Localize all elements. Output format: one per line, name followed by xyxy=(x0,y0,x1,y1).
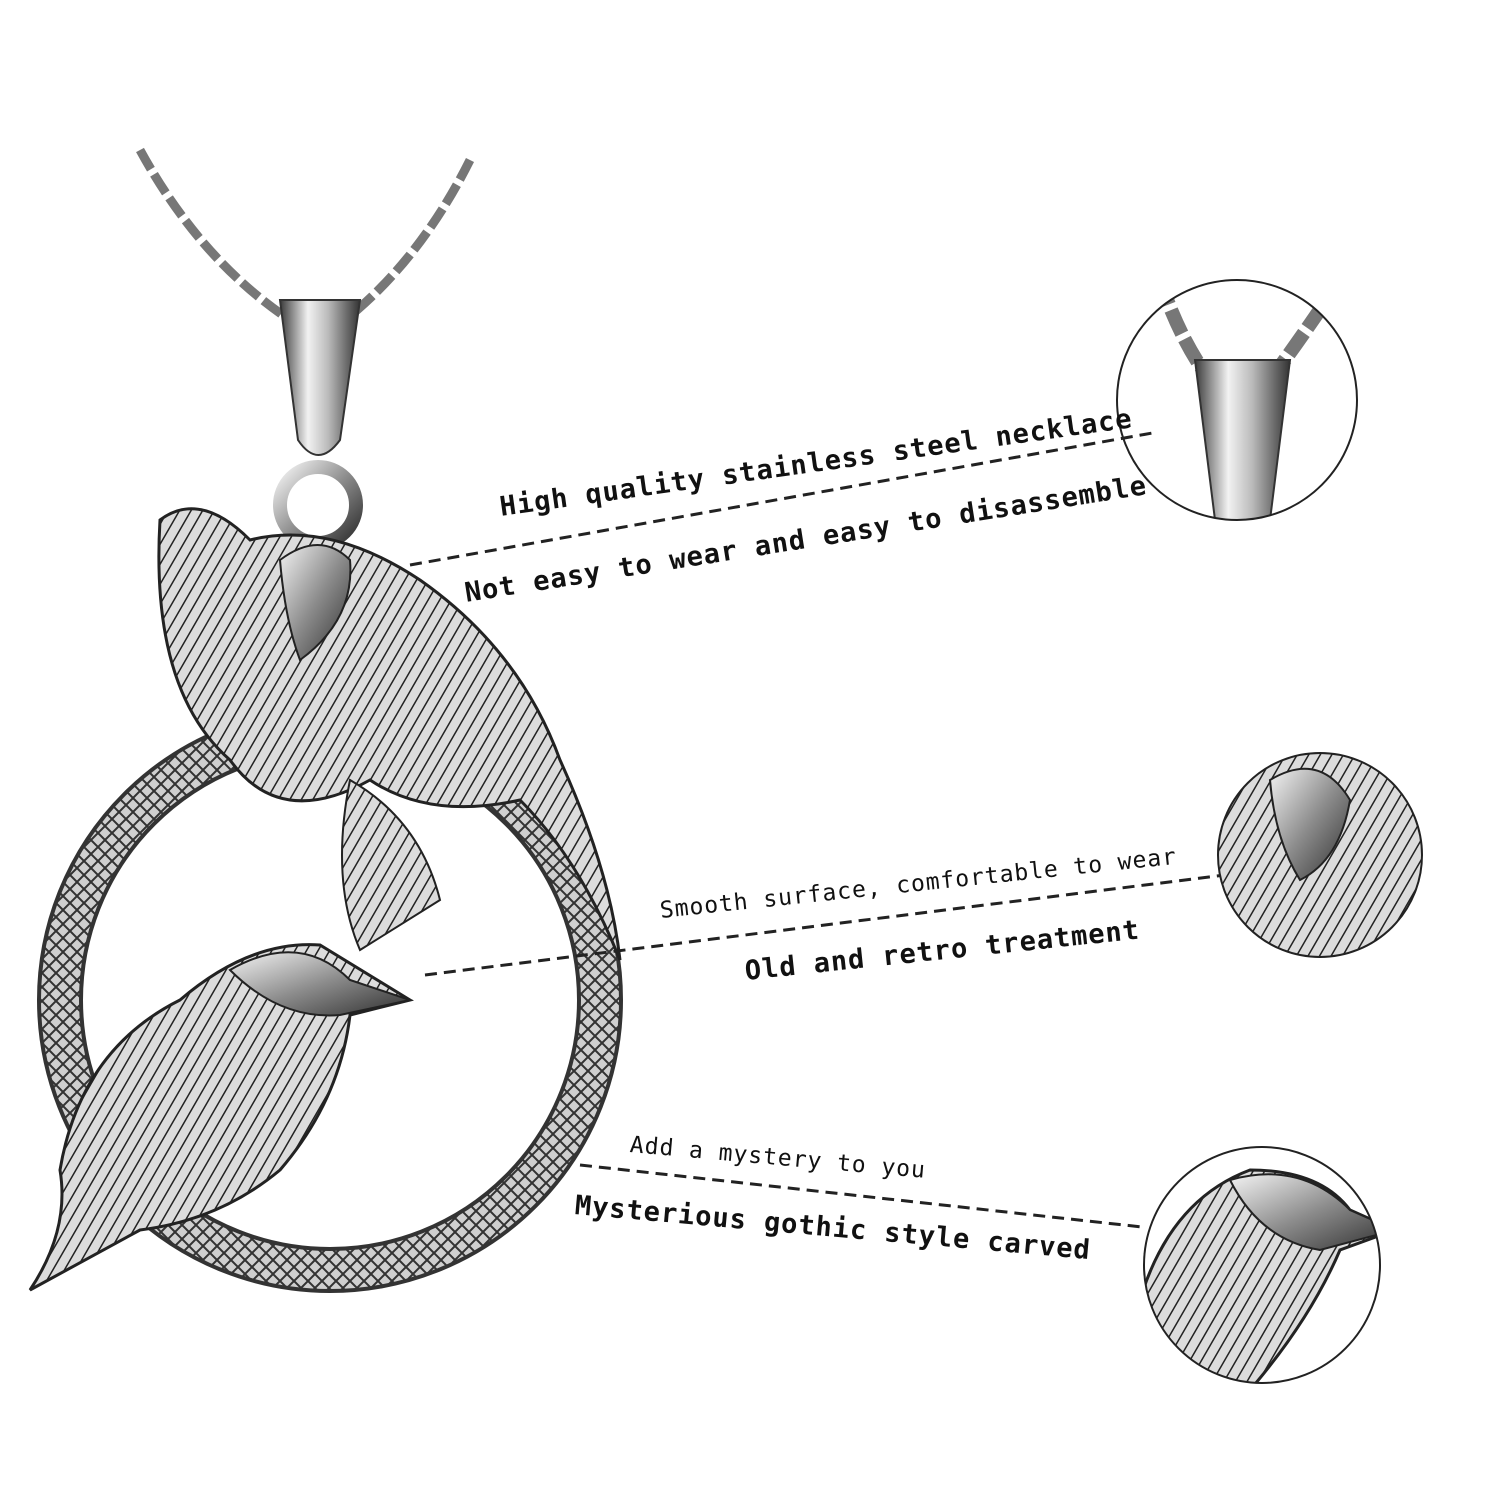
lower-bird xyxy=(28,943,414,1292)
detail-circle-lower-bird xyxy=(1143,1146,1381,1384)
leader-lines xyxy=(409,430,1226,1229)
bail xyxy=(278,299,362,456)
upper-bird xyxy=(157,507,622,961)
chain xyxy=(136,147,475,324)
detail-circle-bail xyxy=(1116,279,1358,521)
jump-ring xyxy=(273,460,363,550)
detail-circle-upper-bird xyxy=(1217,752,1423,958)
